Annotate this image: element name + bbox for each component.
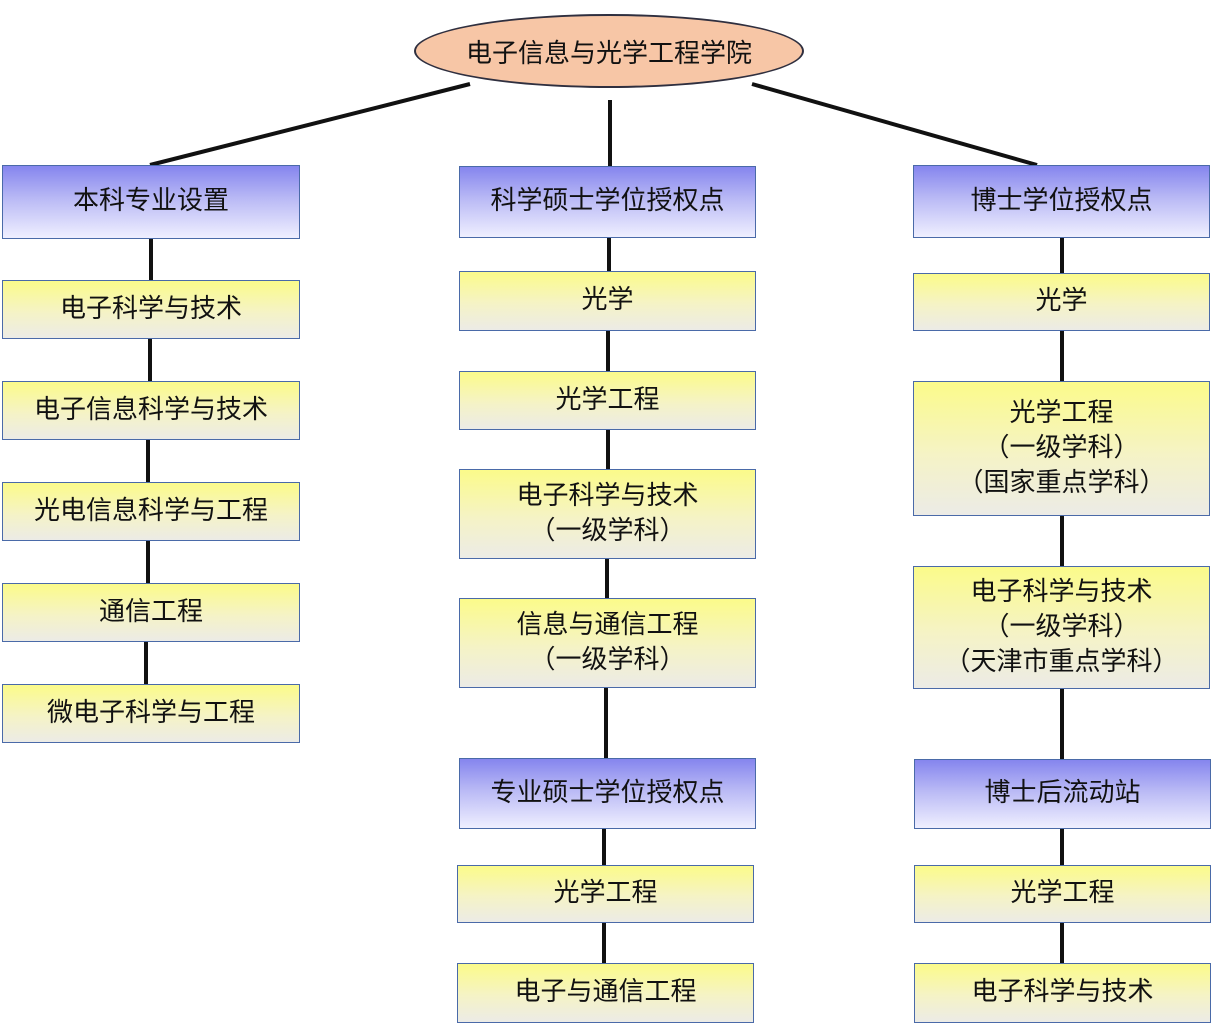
discipline-level-label: （一级学科）: [529, 645, 686, 675]
masters-program-label: 光学工程: [555, 384, 660, 415]
undergrad-major-node: 电子科学与技术: [2, 280, 300, 339]
postdoc-program-label: 光学工程: [1010, 878, 1115, 909]
masters-program-node: 电子科学与技术 （一级学科）: [459, 469, 756, 559]
doctoral-program-label: 光学工程: [1009, 397, 1114, 428]
doctoral-header-label: 博士学位授权点: [970, 185, 1153, 216]
doctoral-header-node: 博士学位授权点: [913, 165, 1210, 238]
masters-program-node: 信息与通信工程 （一级学科）: [459, 598, 756, 688]
postdoc-program-label: 电子科学与技术: [971, 977, 1154, 1008]
doctoral-program-node: 光学: [913, 273, 1210, 331]
undergrad-major-node: 电子信息科学与技术: [2, 381, 300, 440]
doctoral-program-node: 电子科学与技术 （一级学科） （天津市重点学科）: [913, 566, 1210, 689]
professional-masters-program-label: 光学工程: [553, 878, 658, 909]
discipline-level-label: （一级学科）: [983, 432, 1140, 463]
postdoc-program-node: 电子科学与技术: [914, 963, 1211, 1023]
undergrad-major-label: 电子科学与技术: [59, 293, 242, 324]
professional-masters-program-node: 光学工程: [457, 865, 754, 923]
professional-masters-program-label: 电子与通信工程: [514, 977, 697, 1008]
college-title: 电子信息与光学工程学院: [465, 38, 752, 69]
masters-header-label: 科学硕士学位授权点: [490, 186, 725, 217]
masters-program-label: 电子科学与技术: [516, 480, 699, 511]
professional-masters-header-node: 专业硕士学位授权点: [459, 758, 756, 829]
undergrad-header-label: 本科专业设置: [72, 186, 229, 217]
undergrad-major-node: 通信工程: [2, 583, 300, 642]
masters-program-node: 光学: [459, 271, 756, 331]
undergrad-major-label: 光电信息科学与工程: [33, 495, 268, 526]
undergrad-major-label: 微电子科学与工程: [46, 697, 255, 728]
discipline-level-label: （一级学科）: [983, 611, 1140, 642]
postdoc-header-node: 博士后流动站: [914, 759, 1211, 829]
professional-masters-program-node: 电子与通信工程: [457, 963, 754, 1023]
postdoc-program-node: 光学工程: [914, 865, 1211, 923]
undergrad-major-node: 光电信息科学与工程: [2, 482, 300, 541]
doctoral-program-node: 光学工程 （一级学科） （国家重点学科）: [913, 381, 1210, 516]
undergrad-header-node: 本科专业设置: [2, 165, 300, 239]
undergrad-major-label: 通信工程: [98, 596, 203, 627]
discipline-level-label: （一级学科）: [529, 516, 686, 546]
key-discipline-label: （国家重点学科）: [957, 468, 1166, 499]
undergrad-major-node: 微电子科学与工程: [2, 684, 300, 743]
key-discipline-label: （天津市重点学科）: [944, 647, 1179, 678]
masters-header-node: 科学硕士学位授权点: [459, 166, 756, 238]
postdoc-header-label: 博士后流动站: [984, 778, 1141, 809]
undergrad-major-label: 电子信息科学与技术: [33, 394, 268, 425]
masters-program-label: 信息与通信工程: [516, 609, 699, 640]
doctoral-program-label: 电子科学与技术: [970, 576, 1153, 607]
college-root-node: 电子信息与光学工程学院: [414, 14, 804, 88]
professional-masters-header-label: 专业硕士学位授权点: [490, 777, 725, 808]
masters-program-label: 光学: [581, 285, 634, 316]
masters-program-node: 光学工程: [459, 371, 756, 430]
doctoral-program-label: 光学: [1035, 286, 1088, 317]
